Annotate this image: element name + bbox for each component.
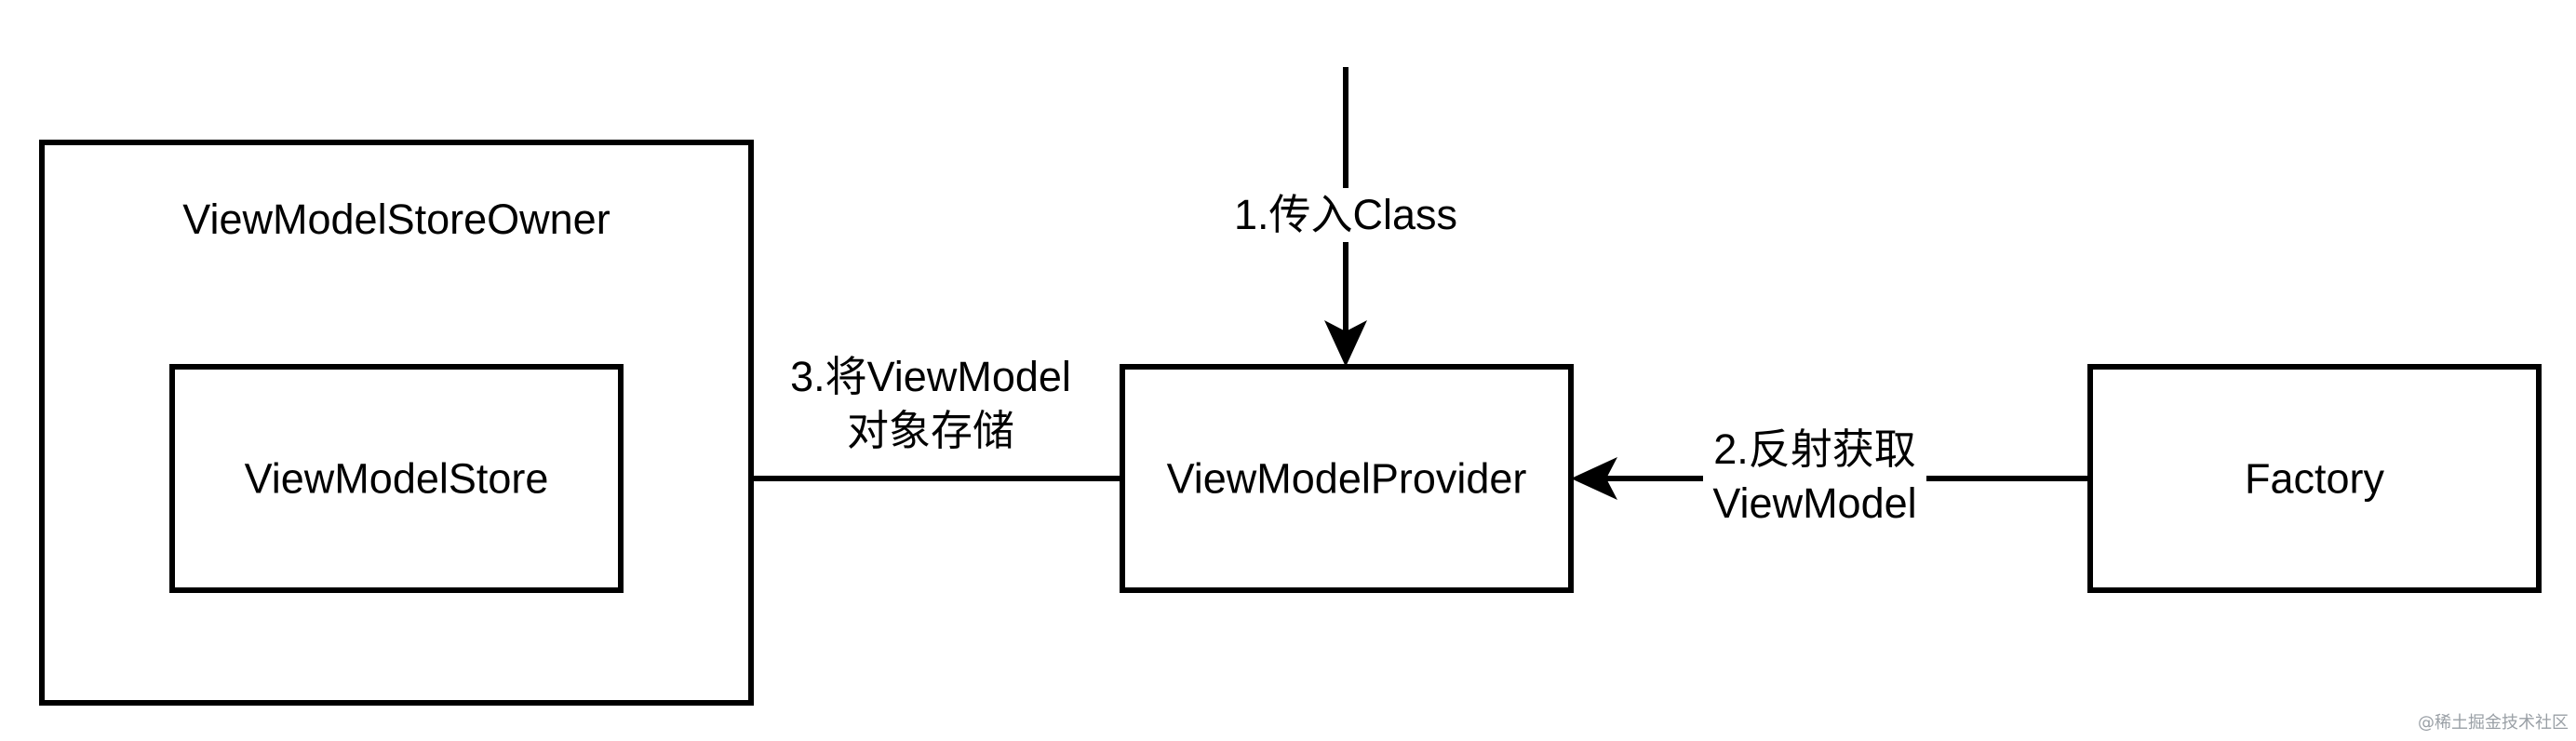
edge-label-pass-class-text: 1.传入Class xyxy=(1233,191,1458,238)
viewmodel-store-box: ViewModelStore xyxy=(169,364,624,593)
edge-label-pass-class: 1.传入Class xyxy=(1225,188,1467,242)
edge-label-store-obj: 3.将ViewModel 对象存储 xyxy=(772,350,1089,458)
edge-label-store-obj-line2: 对象存储 xyxy=(846,407,1014,454)
viewmodel-store-owner-label: ViewModelStoreOwner xyxy=(182,195,610,243)
edge-label-store-obj-line1: 3.将ViewModel xyxy=(790,353,1071,400)
viewmodel-provider-label: ViewModelProvider xyxy=(1166,454,1527,503)
edge-label-reflect-line1: 2.反射获取 xyxy=(1713,425,1916,473)
edge-label-reflect-line2: ViewModel xyxy=(1712,479,1917,527)
factory-box: Factory xyxy=(2087,364,2542,593)
arrow-reflect-head xyxy=(1571,457,1617,500)
watermark-text: @稀土掘金技术社区 xyxy=(2418,713,2569,733)
arrow-pass-class-head xyxy=(1324,320,1367,367)
viewmodel-store-owner-box: ViewModelStoreOwner xyxy=(39,140,754,706)
viewmodel-store-label: ViewModelStore xyxy=(244,454,549,503)
edge-label-reflect: 2.反射获取 ViewModel xyxy=(1703,423,1926,531)
factory-label: Factory xyxy=(2244,454,2385,503)
viewmodel-provider-box: ViewModelProvider xyxy=(1120,364,1574,593)
